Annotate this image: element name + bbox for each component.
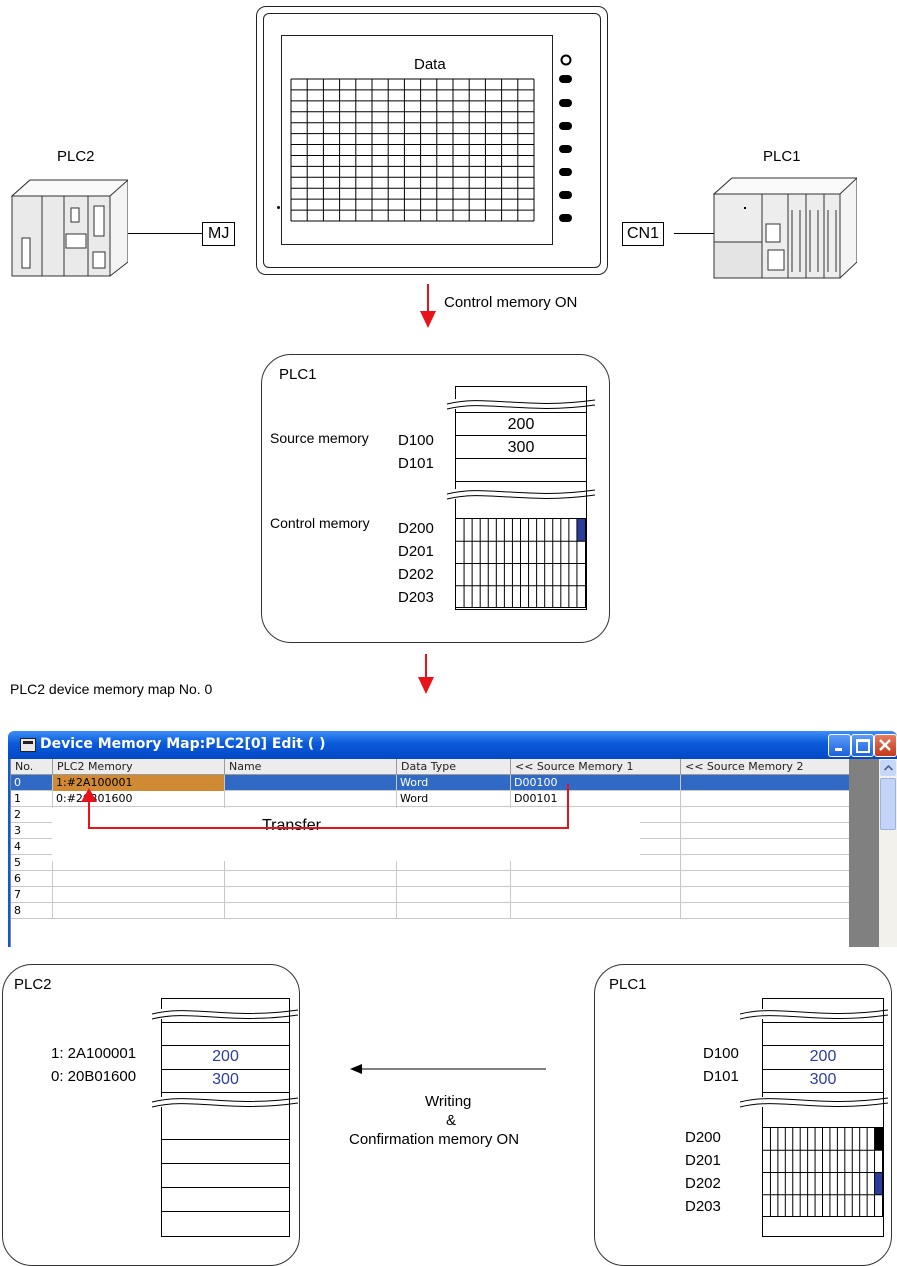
device-memory-map-window: Device Memory Map:PLC2[0] Edit ( ) xyxy=(8,731,897,759)
screen-grid xyxy=(290,78,535,222)
down-arrow-1 xyxy=(420,284,436,328)
break-wave xyxy=(446,489,596,500)
bottom-d100-addr: D100 xyxy=(703,1045,739,1062)
panel-led xyxy=(277,206,280,209)
break-wave xyxy=(446,399,596,410)
plc1-d100-value: 200 xyxy=(507,416,535,433)
window-title: Device Memory Map:PLC2[0] Edit ( ) xyxy=(40,736,326,752)
plc1-box-title: PLC1 xyxy=(279,366,317,383)
plc1-d200-addr: D200 xyxy=(398,520,434,537)
cn1-cable xyxy=(674,233,714,234)
row-no: 8 xyxy=(11,903,53,919)
source-memory-label: Source memory xyxy=(270,430,369,446)
table-row[interactable]: 6 xyxy=(11,871,850,887)
writing-label: Writing xyxy=(425,1093,472,1110)
plc1-title: PLC1 xyxy=(763,148,801,165)
table-row[interactable]: 0 1:#2A100001 Word D00100 xyxy=(11,775,850,791)
scroll-up-button[interactable] xyxy=(880,760,896,776)
plc2-device-icon xyxy=(10,179,128,277)
row-no: 6 xyxy=(11,871,53,887)
plc1-d100-addr: D100 xyxy=(398,432,434,449)
break-wave xyxy=(151,1097,299,1108)
mj-cable xyxy=(128,233,202,234)
source-1-cell[interactable]: D00101 xyxy=(511,791,681,807)
break-wave xyxy=(739,1097,889,1108)
plc2-value-200: 200 xyxy=(212,1048,239,1065)
break-wave xyxy=(151,1009,299,1020)
bottom-d200-addr: D200 xyxy=(685,1129,721,1146)
plc1-bottom-value-200: 200 xyxy=(809,1048,837,1065)
row-no: 2 xyxy=(11,807,53,823)
down-arrow-2 xyxy=(418,654,434,694)
mj-port-label: MJ xyxy=(202,222,236,246)
plc1-d202-addr: D202 xyxy=(398,566,434,583)
break-wave xyxy=(739,1009,889,1020)
plc1-d101-addr: D101 xyxy=(398,455,434,472)
bottom-plc2-title: PLC2 xyxy=(14,976,52,993)
data-type-cell[interactable]: Word xyxy=(397,775,511,791)
ampersand-label: & xyxy=(446,1112,457,1129)
plc1-d201-addr: D201 xyxy=(398,543,434,560)
plc2-addr-2a100001: 1: 2A100001 xyxy=(51,1045,137,1062)
control-bit-grid xyxy=(455,518,586,608)
name-cell[interactable] xyxy=(225,775,397,791)
scroll-thumb[interactable] xyxy=(880,778,896,830)
col-header-plc2-memory[interactable]: PLC2 Memory xyxy=(53,759,225,775)
bottom-d202-addr: D202 xyxy=(685,1175,721,1192)
plc1-d101-value: 300 xyxy=(507,439,535,456)
cn1-port-label: CN1 xyxy=(622,222,665,246)
touch-panel xyxy=(256,6,608,275)
row-no: 7 xyxy=(11,887,53,903)
data-type-cell[interactable]: Word xyxy=(397,791,511,807)
row-no: 5 xyxy=(11,855,53,871)
plc2-memory-cell[interactable]: 1:#2A100001 xyxy=(53,775,225,791)
name-cell[interactable] xyxy=(225,791,397,807)
transfer-overlay xyxy=(52,808,640,861)
maximize-button[interactable] xyxy=(851,734,874,757)
table-row[interactable]: 7 xyxy=(11,887,850,903)
confirmation-memory-on-label: Confirmation memory ON xyxy=(349,1131,520,1148)
col-header-source-1[interactable]: << Source Memory 1 xyxy=(511,759,681,775)
plc1-d203-addr: D203 xyxy=(398,589,434,606)
table-row[interactable]: 5 xyxy=(11,855,850,871)
bottom-d203-addr: D203 xyxy=(685,1198,721,1215)
plc1-bottom-value-300: 300 xyxy=(809,1071,837,1088)
plc2-addr-20b01600: 0: 20B01600 xyxy=(51,1068,137,1085)
row-no: 1 xyxy=(11,791,53,807)
col-header-source-2[interactable]: << Source Memory 2 xyxy=(681,759,850,775)
close-button[interactable] xyxy=(874,734,897,757)
vertical-scrollbar[interactable] xyxy=(879,759,897,947)
row-no: 0 xyxy=(11,775,53,791)
writing-arrow xyxy=(350,1064,546,1074)
window-app-icon xyxy=(20,738,36,752)
source-2-cell[interactable] xyxy=(681,791,850,807)
source-2-cell[interactable] xyxy=(681,775,850,791)
row-no: 4 xyxy=(11,839,53,855)
col-header-data-type[interactable]: Data Type xyxy=(397,759,511,775)
col-header-no[interactable]: No. xyxy=(11,759,53,775)
memory-map-caption: PLC2 device memory map No. 0 xyxy=(10,681,213,697)
col-header-name[interactable]: Name xyxy=(225,759,397,775)
plc1-device-icon xyxy=(712,177,857,279)
row-no: 3 xyxy=(11,823,53,839)
control-memory-label: Control memory xyxy=(270,515,370,531)
bottom-d101-addr: D101 xyxy=(703,1068,739,1085)
bottom-control-bit-grid xyxy=(762,1127,883,1217)
transfer-arrow xyxy=(81,784,569,829)
control-memory-on-label: Control memory ON xyxy=(444,294,578,311)
plc2-value-300: 300 xyxy=(212,1071,239,1088)
window-border-left xyxy=(8,759,11,947)
transfer-label: Transfer xyxy=(262,817,321,834)
screen-data-label: Data xyxy=(414,56,446,73)
bottom-plc1-title: PLC1 xyxy=(609,976,647,993)
plc2-title: PLC2 xyxy=(57,148,95,165)
table-row[interactable]: 8 xyxy=(11,903,850,919)
bottom-d201-addr: D201 xyxy=(685,1152,721,1169)
plc2-memory-column: 200 300 xyxy=(161,998,290,1237)
source-1-cell[interactable]: D00100 xyxy=(511,775,681,791)
minimize-button[interactable] xyxy=(828,734,851,757)
grid-empty-area xyxy=(849,759,879,947)
panel-buttons xyxy=(559,54,572,222)
